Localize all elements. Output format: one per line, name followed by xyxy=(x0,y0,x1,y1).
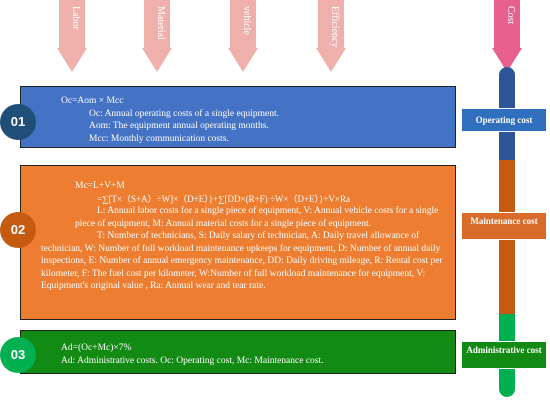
vehicle-arrow: vehicle xyxy=(228,0,258,72)
cost-label: Cost xyxy=(505,6,516,25)
maintenance-formula-expanded: =∑[T×（S+A）÷W]×（D+E）}+∑[DD×(R+F) ÷W×（D+E）… xyxy=(97,193,350,204)
operating-cost-box: Oc=Aom × Mcc Oc: Annual operating costs … xyxy=(20,86,456,148)
vehicle-label: vehicle xyxy=(241,6,252,35)
material-arrow: Material xyxy=(142,0,172,72)
labor-arrow: Labor xyxy=(57,0,87,72)
maintenance-definitions: L: Annual labor costs for a single piece… xyxy=(75,206,439,229)
operating-line-3: Mcc: Monthly communication costs. xyxy=(89,133,229,144)
material-label: Material xyxy=(155,6,166,40)
administrative-line: Ad: Administrative costs. Oc: Operating … xyxy=(61,355,324,366)
administrative-cost-tag: Administrative cost xyxy=(461,341,547,369)
labor-label: Labor xyxy=(70,6,81,30)
maintenance-cost-box: Mc=L+V+M =∑[T×（S+A）÷W]×（D+E）}+∑[DD×(R+F)… xyxy=(20,165,456,320)
efficiency-label: Efficiency xyxy=(329,6,340,48)
operating-line-1: Oc: Annual operating costs of a single e… xyxy=(89,108,279,119)
maintenance-variables: T: Number of technicians, S: Daily salar… xyxy=(41,231,443,291)
administrative-cost-box: Ad=(Oc+Mc)×7% Ad: Administrative costs. … xyxy=(20,330,456,374)
section-number-01: 01 xyxy=(0,104,36,140)
administrative-formula: Ad=(Oc+Mc)×7% xyxy=(61,343,132,353)
maintenance-cost-tag: Maintenance cost xyxy=(461,212,547,240)
operating-formula: Oc=Aom × Mcc xyxy=(61,96,124,106)
section-number-02: 02 xyxy=(0,212,36,248)
operating-cost-tag: Operating cost xyxy=(461,108,547,132)
section-number-03: 03 xyxy=(0,337,36,373)
maintenance-formula: Mc=L+V+M xyxy=(75,181,125,191)
efficiency-arrow: Efficiency xyxy=(316,0,346,72)
operating-line-2: Aom: The equipment annual operating mont… xyxy=(89,121,269,131)
cost-arrow: Cost xyxy=(492,0,522,72)
